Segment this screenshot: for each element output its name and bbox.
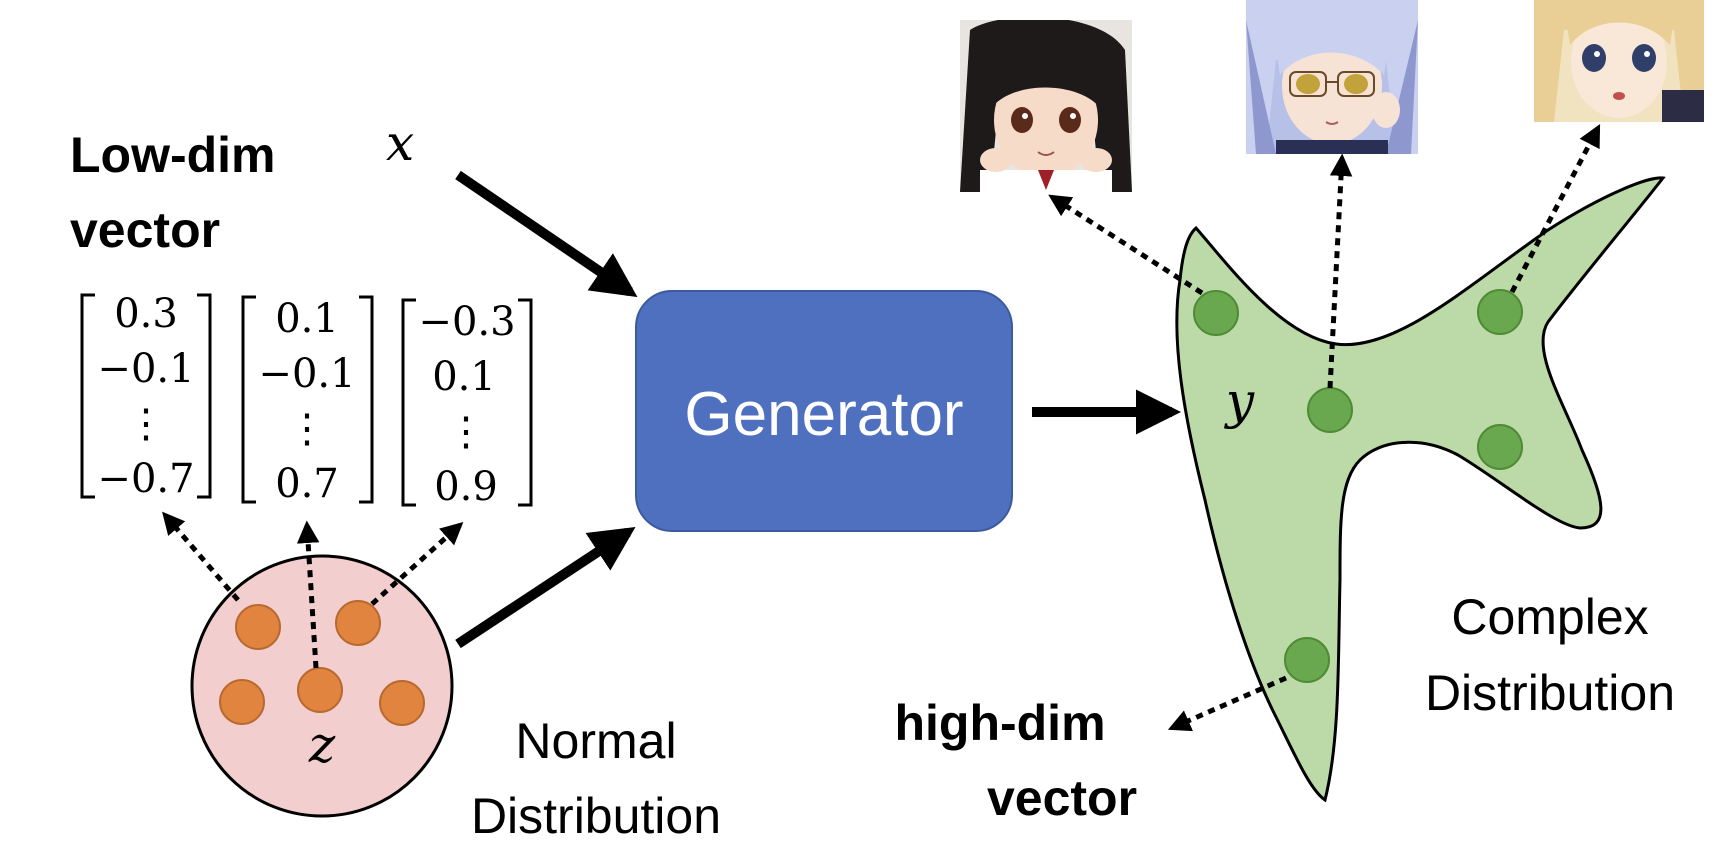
high-dim-label-line2: vector — [987, 770, 1137, 826]
x-variable: x — [386, 114, 414, 172]
vector-3-value-1: −0.3 — [418, 299, 515, 345]
complex-distribution-label-line1: Complex — [1451, 589, 1648, 645]
vector-1-value-3: −0.7 — [97, 456, 194, 502]
arrow-x-to-generator — [455, 170, 638, 298]
complex-dot-5 — [1284, 637, 1330, 683]
normal-dot-4 — [297, 667, 343, 713]
z-variable: z — [308, 716, 336, 774]
vector-3-dots: ⋮ — [446, 409, 486, 455]
normal-dot-5 — [379, 680, 425, 726]
y-variable: y — [1224, 372, 1255, 430]
dotted-arrow-to-vector-1 — [162, 511, 240, 602]
vector-1-value-1: 0.3 — [114, 291, 178, 337]
normal-distribution-label-line1: Normal — [515, 713, 676, 769]
anime-face-silver-hair-glasses-icon — [1246, 0, 1418, 154]
generator-box — [635, 290, 1013, 532]
anime-face-dark-hair-icon — [960, 20, 1132, 192]
normal-dot-2 — [335, 600, 381, 646]
anime-face-blonde-hair-icon — [1534, 0, 1704, 122]
vector-3-value-2: 0.1 — [432, 354, 496, 400]
high-dim-label-line1: high-dim — [894, 695, 1105, 751]
vector-2-value-2: −0.1 — [258, 351, 355, 397]
low-dim-label-line2: vector — [70, 202, 220, 258]
complex-dot-4 — [1477, 424, 1523, 470]
complex-sample-dots — [1193, 289, 1523, 683]
dotted-arrow-to-vector-2 — [296, 520, 320, 669]
complex-dot-2 — [1307, 387, 1353, 433]
vector-2: 0.1 −0.1 ⋮ 0.7 — [241, 295, 374, 507]
vector-3: −0.3 0.1 ⋮ 0.9 — [401, 298, 533, 510]
vector-2-value-3: 0.7 — [275, 461, 339, 507]
arrow-normal-to-generator — [455, 527, 636, 649]
normal-sample-dots — [219, 600, 425, 726]
dotted-arrow-to-vector-3 — [370, 521, 464, 606]
vector-1: 0.3 −0.1 ⋮ −0.7 — [80, 291, 212, 502]
normal-dot-3 — [219, 679, 265, 725]
dotted-arrow-to-image-1 — [1048, 194, 1204, 296]
complex-dot-3 — [1477, 289, 1523, 335]
complex-distribution-label-line2: Distribution — [1425, 665, 1675, 721]
vector-1-value-2: −0.1 — [97, 346, 194, 392]
generator-label: Generator — [684, 380, 963, 449]
dotted-arrow-to-image-3 — [1509, 124, 1601, 294]
normal-distribution-label-line2: Distribution — [471, 788, 721, 844]
vector-2-dots: ⋮ — [287, 406, 327, 452]
normal-dot-1 — [235, 604, 281, 650]
low-dim-label-line1: Low-dim — [70, 127, 276, 183]
vector-1-dots: ⋮ — [126, 401, 166, 447]
vector-2-value-1: 0.1 — [275, 296, 339, 342]
vector-3-value-3: 0.9 — [434, 464, 498, 510]
complex-dot-1 — [1193, 290, 1239, 336]
